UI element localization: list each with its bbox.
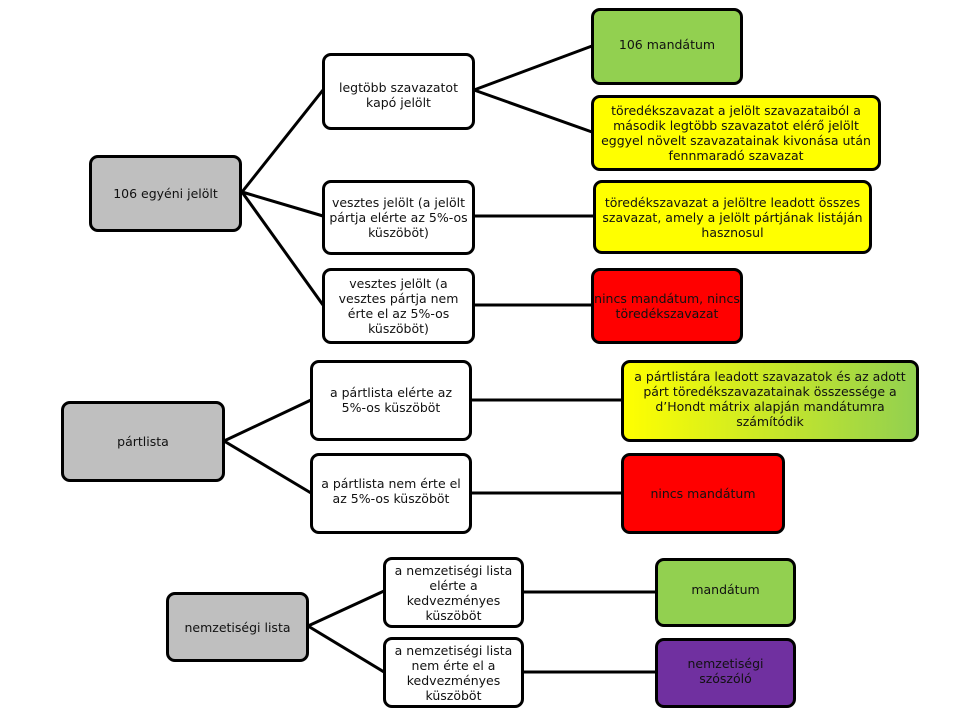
outcome-node-dhondt-mandates: a pártlistára leadott szavazatok és az a… — [621, 360, 919, 442]
condition-node-minority-failed: a nemzetiségi lista nem érte el a kedvez… — [383, 637, 524, 708]
node-label: 106 mandátum — [618, 37, 716, 52]
condition-node-most-votes: legtöbb szavazatot kapó jelölt — [322, 53, 475, 130]
node-label: nemzetiségi lista — [184, 619, 291, 635]
outcome-node-no-mandate-no-fraction: nincs mandátum, nincs töredékszavazat — [591, 268, 743, 344]
connector-line — [241, 190, 324, 218]
connector-line — [240, 191, 325, 306]
node-label: a nemzetiségi lista nem érte el a kedvez… — [394, 642, 513, 703]
root-node-individual-candidate: 106 egyéni jelölt — [89, 155, 242, 232]
node-label: legtöbb szavazatot kapó jelölt — [339, 80, 458, 110]
node-label: nemzetiségi szószóló — [687, 656, 764, 686]
node-label: nincs mandátum — [650, 486, 756, 501]
outcome-node-fractional-loser: töredékszavazat a jelöltre leadott össze… — [593, 180, 872, 254]
connector-line — [240, 89, 325, 193]
condition-node-loser-party-failed: vesztes jelölt (a vesztes pártja nem ért… — [322, 268, 475, 344]
connector-line — [223, 439, 312, 495]
condition-node-party-list-passed: a pártlista elérte az 5%-os küszöböt — [310, 360, 472, 441]
outcome-node-fractional-winner: töredékszavazat a jelölt szavazataiból a… — [591, 95, 881, 171]
node-label: pártlista — [117, 434, 169, 449]
node-label: töredékszavazat a jelölt szavazataiból a… — [601, 103, 871, 163]
node-label: töredékszavazat a jelöltre leadott össze… — [602, 194, 863, 240]
node-label: a nemzetiségi lista elérte a kedvezménye… — [394, 562, 513, 623]
node-label: a pártlista nem érte el az 5%-os küszöbö… — [321, 475, 461, 506]
node-label: a pártlistára leadott szavazatok és az a… — [634, 369, 906, 429]
condition-node-loser-party-passed: vesztes jelölt (a jelölt pártja elérte a… — [322, 180, 475, 255]
node-label: nincs mandátum, nincs töredékszavazat — [594, 291, 740, 321]
connector-line — [307, 589, 385, 628]
node-label: vesztes jelölt (a vesztes pártja nem ért… — [338, 276, 459, 336]
outcome-node-106-mandates: 106 mandátum — [591, 8, 743, 85]
connector-line — [307, 624, 385, 674]
connector-line — [473, 44, 593, 92]
root-node-party-list: pártlista — [61, 401, 225, 482]
outcome-node-minority-advocate: nemzetiségi szószóló — [655, 638, 796, 708]
condition-node-minority-passed: a nemzetiségi lista elérte a kedvezménye… — [383, 557, 524, 628]
root-node-minority-list: nemzetiségi lista — [166, 592, 309, 662]
node-label: mandátum — [691, 582, 760, 597]
node-label: 106 egyéni jelölt — [113, 186, 218, 201]
node-label: a pártlista elérte az 5%-os küszöböt — [329, 385, 453, 415]
outcome-node-no-mandate: nincs mandátum — [621, 453, 785, 534]
condition-node-party-list-failed: a pártlista nem érte el az 5%-os küszöbö… — [310, 453, 472, 534]
outcome-node-mandate: mandátum — [655, 558, 796, 627]
connector-line — [223, 398, 312, 443]
node-label: vesztes jelölt (a jelölt pártja elérte a… — [329, 195, 468, 240]
connector-line — [473, 88, 593, 134]
